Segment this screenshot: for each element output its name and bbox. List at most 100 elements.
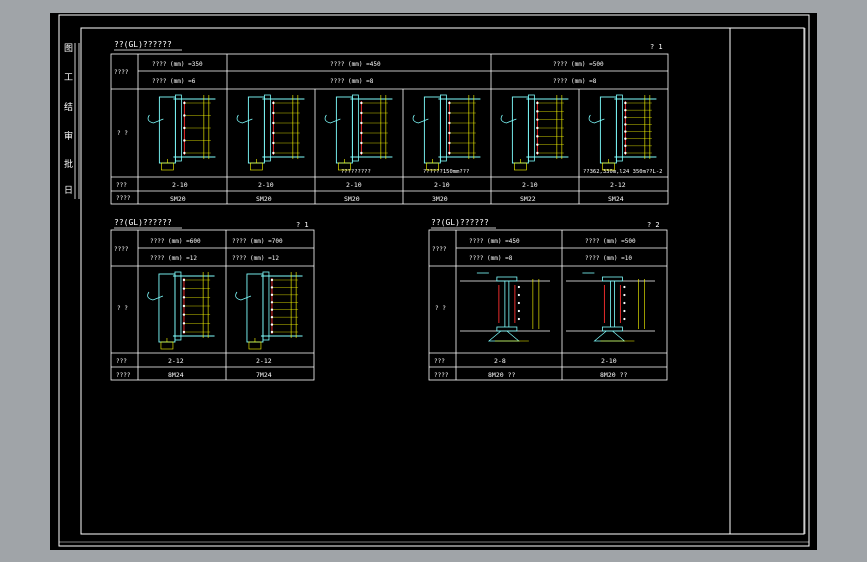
table3-grid — [428, 229, 668, 381]
sheet-frame — [58, 14, 810, 547]
node-sketch-4 — [500, 94, 569, 171]
table1-spec-0: SM20 — [170, 195, 186, 203]
side-labels — [74, 43, 80, 199]
table2-bolt-0: 2-12 — [168, 357, 184, 365]
table2-spec-0: 8M24 — [168, 371, 184, 379]
bolt — [182, 304, 186, 308]
table2-col0-thickness: ???? (mm) =12 — [150, 255, 197, 262]
side-label-0: 图 — [64, 43, 73, 54]
table1-depth-header: ???? — [114, 69, 129, 76]
bottom-flange — [602, 326, 623, 332]
dimension-box — [250, 162, 263, 171]
bolt — [183, 101, 186, 105]
bolt — [360, 151, 363, 155]
table3-bolt-0: 2-8 — [494, 357, 506, 365]
table1-spec-2: SM20 — [344, 195, 360, 203]
bolt — [624, 151, 627, 155]
dimension-box — [161, 162, 174, 171]
column-section — [599, 96, 617, 164]
table3-col0-depth: ???? (mm) =450 — [469, 238, 520, 245]
weld-leader — [412, 114, 429, 124]
bolt — [270, 301, 274, 304]
end-plate — [351, 94, 359, 162]
end-plate — [262, 271, 270, 341]
weld-leader — [588, 114, 605, 124]
table2-title: ??(GL)?????? — [114, 218, 172, 227]
table1-group2-depth: ???? (mm) =500 — [553, 61, 604, 68]
end-plate — [174, 271, 182, 341]
side-label-4: 批 — [64, 158, 73, 170]
bolt — [448, 101, 451, 105]
bolt — [270, 286, 274, 289]
table1-group2-thickness: ???? (mm) =8 — [553, 78, 597, 85]
bolt — [270, 315, 274, 319]
side-label-1: 工 — [64, 73, 73, 83]
bolt — [517, 309, 520, 313]
bolt — [448, 151, 451, 155]
bolt — [270, 308, 274, 311]
table3-node-details — [460, 272, 655, 342]
table1-group1-thickness: ???? (mm) =8 — [330, 78, 374, 85]
bolt — [272, 141, 275, 145]
table3-col1-thickness: ???? (mm) =10 — [585, 255, 632, 262]
section-sketch-21 — [566, 272, 655, 342]
weld-leader — [324, 114, 341, 124]
node-sketch-2 — [324, 94, 393, 171]
bolt — [536, 101, 539, 105]
bolt — [183, 139, 186, 142]
bolt — [272, 121, 275, 125]
bolt — [182, 287, 186, 290]
bolt — [360, 141, 363, 145]
node-sketch-1 — [236, 94, 305, 171]
end-plate — [527, 94, 535, 162]
bolt — [183, 114, 186, 117]
table1-group0-thickness: ???? (mm) =6 — [152, 78, 196, 85]
weld-leader — [235, 291, 252, 301]
end-plate — [439, 94, 447, 162]
side-label-3: 审 — [64, 130, 73, 142]
bolt — [517, 293, 520, 297]
bolt — [624, 137, 627, 140]
side-label-2: 结 — [64, 101, 73, 113]
table1-bolt-header: ??? — [116, 182, 127, 189]
node-sketch-5 — [588, 94, 657, 171]
table1-bolt-4: 2-10 — [522, 181, 538, 189]
cad-canvas[interactable]: 图 工 结 审 批 日 ??(GL)?????? ? 1 ???? ? ? ??… — [50, 13, 817, 550]
table3-col1-depth: ???? (mm) =500 — [585, 238, 636, 245]
table3-spec-1: 8M20 ?? — [600, 371, 627, 379]
table1-bolt-3: 2-10 — [434, 181, 450, 189]
bolt — [270, 323, 274, 326]
bolt — [517, 317, 520, 321]
table1-group0-depth: ???? (mm) =350 — [152, 61, 203, 68]
bolt — [182, 296, 186, 299]
bolt — [360, 111, 363, 115]
bolt — [517, 301, 520, 305]
table2-col0-depth: ???? (mm) =600 — [150, 238, 201, 245]
table3-bolt-1: 2-10 — [601, 357, 617, 365]
table1-grid — [110, 53, 669, 205]
bolt — [536, 135, 539, 138]
column-section — [247, 96, 265, 164]
bolt — [623, 285, 626, 289]
table2-bolt-header: ??? — [116, 358, 127, 365]
bolt — [536, 110, 539, 113]
table1-note-3: ??????150mm??? — [423, 169, 469, 175]
dimension-box — [514, 162, 527, 171]
table2-spec-header: ???? — [116, 372, 131, 379]
bolt — [536, 143, 539, 146]
weld-leader — [147, 291, 164, 301]
end-plate — [615, 94, 623, 162]
table3-spec-header: ???? — [434, 372, 449, 379]
bolt — [624, 101, 627, 105]
bolt — [623, 301, 626, 305]
weld-leader — [236, 114, 253, 124]
bolt — [270, 293, 274, 297]
bolt — [270, 330, 274, 334]
bolt — [272, 111, 275, 115]
side-label-5: 日 — [64, 185, 73, 196]
bolt — [536, 118, 539, 121]
table1-number: ? 1 — [650, 43, 663, 51]
bolt — [183, 151, 186, 155]
table1-title: ??(GL)?????? — [114, 40, 172, 49]
table1-node-header: ? ? — [117, 130, 128, 137]
